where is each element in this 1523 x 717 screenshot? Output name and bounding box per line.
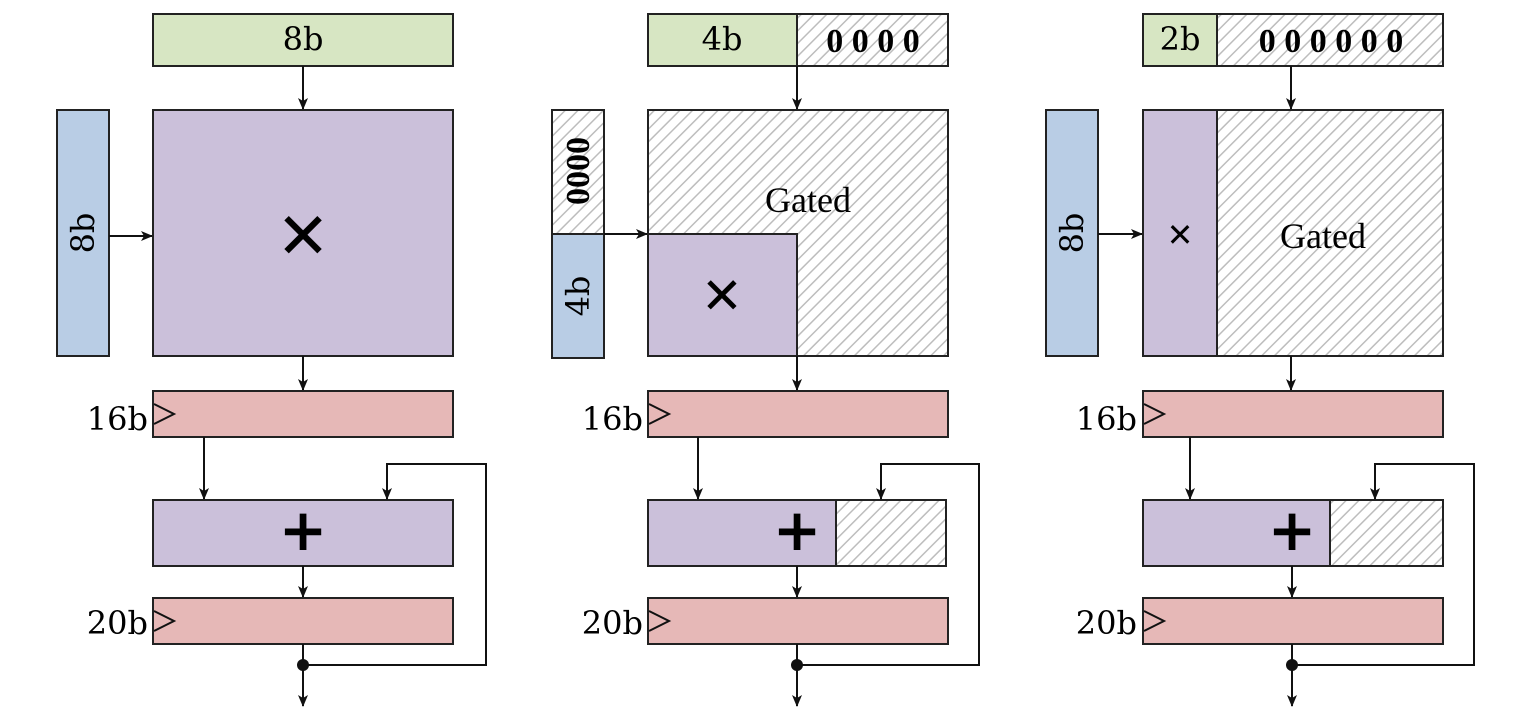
gated-label: Gated — [1280, 216, 1366, 256]
left-input-label: 4b — [559, 276, 597, 317]
clock-icon — [648, 610, 672, 632]
add-symbol: + — [773, 496, 822, 564]
top-zero-padding — [1216, 13, 1444, 67]
top-input-label: 4b — [702, 20, 743, 58]
multiply-symbol: ✕ — [276, 200, 330, 274]
panel-2b-x-8b: 2b 0 0 0 0 0 0 8b ✕ Gated 16b + 20b — [1045, 13, 1475, 707]
top-zero-bits: 0 0 0 0 0 0 — [1259, 23, 1404, 60]
clock-icon — [153, 403, 177, 425]
panel-8b-x-8b: 8b 8b ✕ 16b + 20b — [56, 13, 487, 707]
panel-4b-x-4b: 4b 0 0 0 0 0000 4b Gated ✕ 16b + 20b — [551, 13, 980, 707]
accumulate-feedback-wire — [303, 463, 487, 666]
adder — [1142, 499, 1331, 567]
register-16b — [152, 390, 454, 438]
register-16b — [1142, 390, 1444, 438]
register-16b-label: 16b — [1076, 400, 1137, 438]
add-symbol: + — [1268, 496, 1317, 564]
top-input-operand — [647, 13, 798, 67]
clock-icon — [648, 403, 672, 425]
clock-icon — [1143, 610, 1167, 632]
clock-icon — [1143, 403, 1167, 425]
register-16b-label: 16b — [582, 400, 643, 438]
gated-region — [1216, 109, 1444, 357]
top-zero-bits: 0 0 0 0 — [826, 23, 920, 60]
adder — [647, 499, 837, 567]
accumulate-feedback-wire — [1292, 463, 1475, 666]
adder-gated-bits — [835, 499, 947, 567]
register-20b-label: 20b — [582, 604, 643, 642]
left-zero-bits: 0000 — [560, 137, 597, 205]
left-zero-padding — [551, 109, 605, 235]
active-multiplier — [647, 233, 798, 357]
adder — [152, 499, 454, 567]
register-20b — [152, 597, 454, 645]
register-20b-label: 20b — [87, 604, 148, 642]
add-symbol: + — [279, 496, 328, 564]
clock-icon — [153, 610, 177, 632]
left-input-operand — [1045, 109, 1099, 357]
register-20b — [1142, 597, 1444, 645]
accumulate-feedback-wire — [797, 463, 980, 666]
register-20b — [647, 597, 949, 645]
top-zero-padding — [796, 13, 949, 67]
left-input-operand — [56, 109, 110, 357]
multiplier-array — [152, 109, 454, 357]
top-input-label: 2b — [1160, 20, 1201, 58]
register-20b-label: 20b — [1076, 604, 1137, 642]
top-input-label: 8b — [283, 20, 324, 58]
register-16b — [647, 390, 949, 438]
left-input-operand — [551, 233, 605, 359]
multiply-symbol: ✕ — [1167, 216, 1194, 254]
multiply-symbol: ✕ — [701, 267, 743, 325]
gated-label: Gated — [765, 180, 851, 220]
register-16b-label: 16b — [87, 400, 148, 438]
top-input-operand — [152, 13, 454, 67]
left-input-label: 8b — [1053, 213, 1091, 254]
left-input-label: 8b — [64, 213, 102, 254]
adder-gated-bits — [1329, 499, 1444, 567]
